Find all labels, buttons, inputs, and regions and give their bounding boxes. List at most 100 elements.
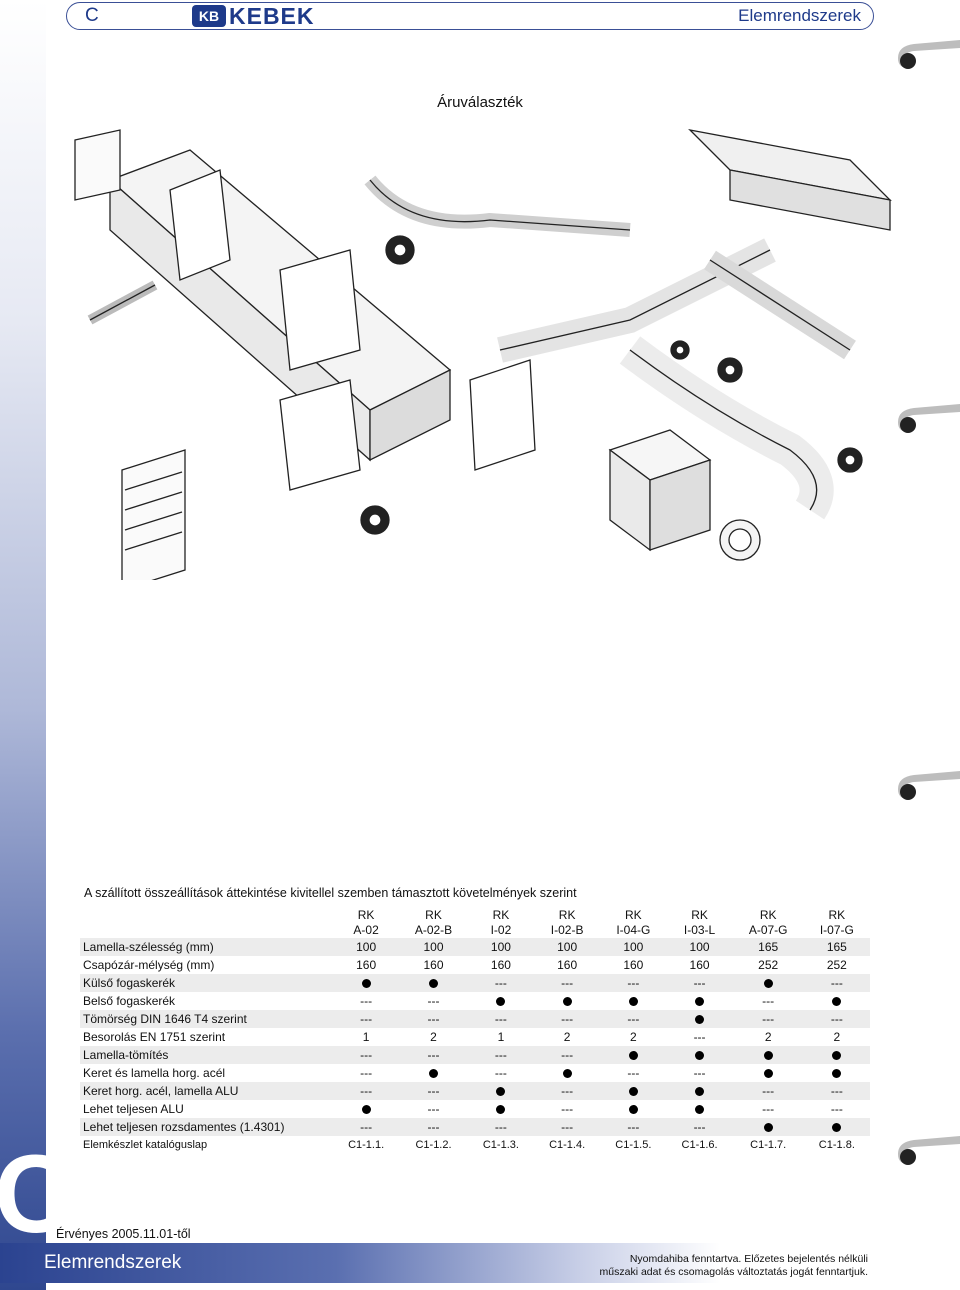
row-label: Lamella-tömítés xyxy=(80,1046,333,1064)
filled-dot-icon xyxy=(562,1069,572,1079)
filled-dot-icon xyxy=(429,979,438,989)
table-cell: --- xyxy=(666,974,733,992)
filled-dot-icon xyxy=(361,1105,371,1115)
table-cell: 2 xyxy=(764,1030,772,1044)
footer-note-line: műszaki adat és csomagolás változtatás j… xyxy=(599,1266,868,1278)
table-cell xyxy=(803,1046,870,1064)
table-cell: C1-1.2. xyxy=(415,1139,452,1151)
filled-dot-icon xyxy=(496,1087,506,1097)
table-cell: 100 xyxy=(600,938,667,956)
table-cell: 1 xyxy=(362,1030,370,1044)
table-cell: --- xyxy=(467,974,535,992)
filled-dot-icon xyxy=(763,979,773,989)
table-row: Keret és lamella horg. acél------------ xyxy=(80,1064,870,1082)
table-cell: C1-1.4. xyxy=(549,1139,586,1151)
table-cell: --- xyxy=(494,1066,507,1080)
table-cell: --- xyxy=(467,1046,535,1064)
filled-dot-icon xyxy=(695,1051,705,1061)
left-sidebar-band: C xyxy=(0,0,73,1290)
hook-decoration-icon xyxy=(898,1136,960,1165)
table-cell: --- xyxy=(399,1082,468,1100)
table-cell xyxy=(666,1046,733,1064)
header-empty-cell xyxy=(80,908,333,938)
filled-dot-icon xyxy=(562,997,572,1007)
table-cell: --- xyxy=(732,1082,804,1100)
filled-dot-icon xyxy=(832,997,842,1007)
table-cell: --- xyxy=(399,1046,468,1064)
table-cell: --- xyxy=(467,1118,535,1136)
table-cell: --- xyxy=(333,1118,400,1136)
table-row: Lehet teljesen ALU------------ xyxy=(80,1100,870,1118)
page-title: Áruválaszték xyxy=(437,94,523,111)
filled-dot-icon xyxy=(695,1105,705,1115)
page-header: C KB KEBEK Elemrendszerek xyxy=(66,2,874,30)
table-cell xyxy=(600,992,666,1010)
footer-title: Elemrendszerek xyxy=(44,1252,182,1273)
table-cell xyxy=(666,1010,733,1028)
table-cell xyxy=(333,1100,399,1118)
table-cell: --- xyxy=(360,1066,373,1080)
row-label: Elemkészlet katalóguslap xyxy=(83,1139,208,1151)
table-cell: --- xyxy=(399,1010,468,1028)
table-cell: C1-1.3. xyxy=(482,1139,519,1151)
duct-system-illustration xyxy=(74,128,892,580)
table-cell xyxy=(468,1100,534,1118)
table-cell xyxy=(804,1064,870,1082)
table-cell: --- xyxy=(534,1082,601,1100)
table-cell: --- xyxy=(693,1030,706,1044)
table-cell: --- xyxy=(600,1010,667,1028)
row-label: Lehet teljesen ALU xyxy=(83,1102,184,1116)
table-cell: --- xyxy=(803,974,870,992)
table-cell: --- xyxy=(830,1102,843,1116)
table-cell: --- xyxy=(427,1102,440,1116)
table-cell: 160 xyxy=(356,958,377,972)
filled-dot-icon xyxy=(832,1123,842,1133)
filled-dot-icon xyxy=(628,1051,638,1061)
table-cell xyxy=(534,1064,600,1082)
table-cell: 160 xyxy=(423,958,444,972)
filled-dot-icon xyxy=(496,1105,506,1115)
table-cell: --- xyxy=(693,1066,706,1080)
table-cell: C1-1.5. xyxy=(615,1139,652,1151)
hook-decoration-icon xyxy=(898,40,960,69)
table-cell: 2 xyxy=(563,1030,571,1044)
table-cell: --- xyxy=(762,1102,775,1116)
filled-dot-icon xyxy=(695,1015,705,1025)
table-cell: --- xyxy=(600,974,667,992)
table-cell xyxy=(732,1118,804,1136)
table-cell xyxy=(666,1100,732,1118)
table-cell xyxy=(534,992,600,1010)
filled-dot-icon xyxy=(628,997,638,1007)
row-label: Külső fogaskerék xyxy=(80,974,333,992)
table-cell: --- xyxy=(360,994,373,1008)
table-cell: --- xyxy=(333,1046,400,1064)
table-cell: --- xyxy=(762,994,775,1008)
table-cell xyxy=(733,1064,804,1082)
table-cell: --- xyxy=(803,1082,870,1100)
table-cell: 160 xyxy=(557,958,578,972)
filled-dot-icon xyxy=(695,1087,705,1097)
table-cell: --- xyxy=(534,1046,601,1064)
filled-dot-icon xyxy=(496,997,506,1007)
filled-dot-icon xyxy=(832,1051,842,1061)
table-caption: A szállított összeállítások áttekintése … xyxy=(84,886,577,900)
table-cell: 100 xyxy=(399,938,468,956)
row-label: Csapózár-mélység (mm) xyxy=(83,958,215,972)
row-label: Lamella-szélesség (mm) xyxy=(80,938,333,956)
table-cell: 100 xyxy=(333,938,400,956)
table-row: Tömörség DIN 1646 T4 szerint------------… xyxy=(80,1010,870,1028)
table-cell: 165 xyxy=(803,938,870,956)
table-cell: --- xyxy=(333,1082,400,1100)
table-cell: C1-1.1. xyxy=(348,1139,385,1151)
